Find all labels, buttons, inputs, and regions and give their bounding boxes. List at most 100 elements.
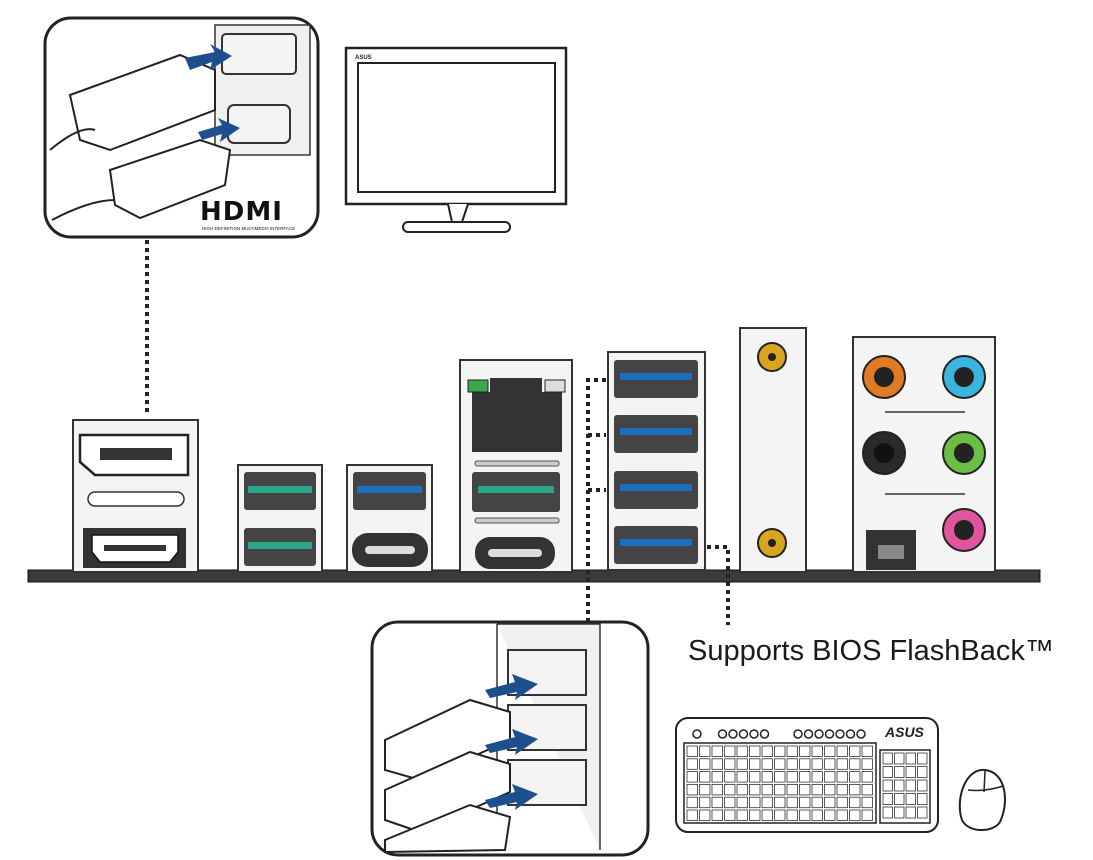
- usb-gen2-ports: [237, 464, 323, 573]
- hdmi-logo: HDMI: [200, 197, 283, 227]
- keyboard-key: [711, 809, 723, 821]
- lan-usb-ports: [459, 359, 573, 573]
- keyboard-key: [811, 809, 823, 821]
- keyboard-key: [724, 745, 736, 757]
- keyboard-key: [749, 758, 761, 770]
- keyboard-key: [736, 784, 748, 796]
- keyboard-key: [824, 758, 836, 770]
- keyboard-key: [849, 809, 861, 821]
- media-button: [845, 729, 856, 739]
- keyboard-key: [711, 784, 723, 796]
- keyboard-key: [699, 771, 711, 783]
- keyboard-key: [736, 758, 748, 770]
- media-button: [856, 729, 866, 739]
- keyboard-key: [861, 745, 873, 757]
- displayport-hdmi-ports: [72, 419, 199, 573]
- keyboard-key: [736, 796, 748, 809]
- keyboard-key: [699, 745, 711, 757]
- keyboard-key: [774, 784, 786, 796]
- keyboard-key: [686, 745, 698, 757]
- keyboard-key: [786, 745, 798, 757]
- keyboard-key: [761, 745, 773, 757]
- svg-text:ASUS: ASUS: [355, 55, 372, 61]
- keypad-key: [917, 793, 928, 805]
- keypad-key: [917, 766, 928, 778]
- wifi-antenna-ports: [739, 327, 807, 573]
- media-button: [759, 729, 770, 739]
- keyboard-key: [799, 745, 811, 757]
- keyboard-key: [774, 771, 786, 783]
- keyboard-key: [686, 758, 698, 770]
- hdmi-tagline: HIGH-DEFINITION MULTIMEDIA INTERFACE: [202, 226, 295, 231]
- keyboard-key: [724, 796, 736, 809]
- keyboard-key: [724, 771, 736, 783]
- keyboard-key: [774, 809, 786, 821]
- keyboard-key: [861, 771, 873, 783]
- keypad-key: [905, 766, 916, 778]
- keyboard-key: [799, 784, 811, 796]
- keyboard-key: [799, 758, 811, 770]
- displayport-plug: [68, 53, 216, 152]
- media-button: [738, 729, 749, 739]
- keyboard-key: [836, 745, 848, 757]
- keypad-key: [917, 779, 928, 792]
- keypad-key: [882, 766, 893, 778]
- mouse-icon: [958, 768, 1006, 831]
- keyboard-key: [849, 745, 861, 757]
- keypad-key: [894, 793, 905, 805]
- media-button: [824, 729, 835, 739]
- keyboard-key: [774, 745, 786, 757]
- keyboard-key: [749, 771, 761, 783]
- keyboard-key: [861, 784, 873, 796]
- keyboard-key: [699, 796, 711, 809]
- keyboard-key: [761, 758, 773, 770]
- keypad-key: [905, 779, 916, 792]
- keyboard-key: [849, 784, 861, 796]
- keyboard-key: [761, 796, 773, 809]
- keypad-key: [905, 752, 916, 765]
- keyboard-key: [711, 771, 723, 783]
- keypad-key: [894, 779, 905, 792]
- keyboard-key: [686, 771, 698, 783]
- keypad-key: [894, 766, 905, 778]
- keyboard-key: [699, 784, 711, 796]
- keyboard-icon: ASUS: [675, 717, 939, 833]
- keyboard-key: [761, 809, 773, 821]
- keypad-key: [882, 752, 893, 765]
- usb-stack-ports: [607, 351, 706, 571]
- keyboard-key: [824, 745, 836, 757]
- keyboard-key: [836, 796, 848, 809]
- media-button: [835, 729, 845, 739]
- media-button: [692, 729, 702, 739]
- keypad-key: [882, 806, 893, 819]
- keyboard-key: [711, 758, 723, 770]
- keyboard-key: [724, 809, 736, 821]
- keyboard-key: [786, 796, 798, 809]
- keyboard-key: [736, 745, 748, 757]
- media-button: [793, 729, 803, 739]
- lan-port: [472, 378, 562, 452]
- keyboard-key: [849, 771, 861, 783]
- arrow-icon: [485, 729, 538, 755]
- keyboard-key: [836, 784, 848, 796]
- dotted-connector: [586, 378, 606, 625]
- keyboard-key: [774, 758, 786, 770]
- keyboard-key: [711, 745, 723, 757]
- keypad-key: [882, 779, 893, 792]
- keyboard-key: [736, 771, 748, 783]
- usb-connection-inset: [370, 620, 650, 857]
- keyboard-key: [761, 771, 773, 783]
- keyboard-key: [686, 784, 698, 796]
- keyboard-key: [849, 758, 861, 770]
- keyboard-key: [824, 796, 836, 809]
- keyboard-key: [786, 809, 798, 821]
- keyboard-key: [774, 796, 786, 809]
- media-button: [749, 729, 759, 739]
- keypad-key: [917, 806, 928, 819]
- keyboard-key: [711, 796, 723, 809]
- keyboard-key: [811, 784, 823, 796]
- keyboard-key: [749, 745, 761, 757]
- keyboard-key: [699, 809, 711, 821]
- audio-jacks: [852, 336, 996, 573]
- keyboard-key: [786, 758, 798, 770]
